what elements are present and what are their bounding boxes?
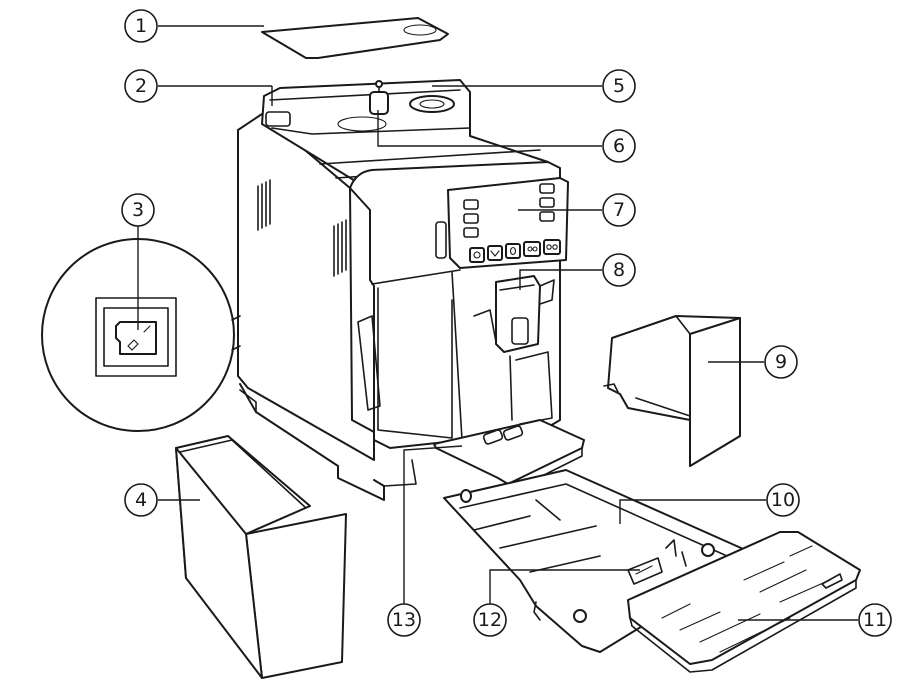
infinity-icon [543,239,561,255]
side-vents [257,179,347,277]
water-tank [175,435,347,679]
heart-icon [487,245,503,261]
callout-2: 2 [124,69,158,103]
callout-13: 13 [387,603,421,637]
callout-label: 11 [863,609,887,631]
callout-label: 10 [771,489,795,511]
brew-group [603,315,741,467]
callout-12: 12 [473,603,507,637]
drip-tray-float [627,539,687,585]
callout-label: 12 [478,609,502,631]
cups-icon [523,241,541,257]
callout-1: 1 [124,9,158,43]
callout-5: 5 [602,69,636,103]
control-panel [463,183,561,263]
bean-icon [505,243,521,259]
callout-label: 5 [613,75,625,97]
callout-4: 4 [124,483,158,517]
callout-label: 13 [392,609,416,631]
drip-tray-cover [627,531,861,673]
callout-label: 3 [132,199,144,221]
callout-label: 8 [613,259,625,281]
machine-body [237,79,569,501]
callout-11: 11 [858,603,892,637]
callout-7: 7 [602,193,636,227]
callout-label: 9 [775,351,787,373]
callout-9: 9 [764,345,798,379]
callout-label: 6 [613,135,625,157]
callout-3: 3 [121,193,155,227]
callout-10: 10 [766,483,800,517]
callout-6: 6 [602,129,636,163]
callout-8: 8 [602,253,636,287]
leader-lines [137,25,858,621]
bean-container-lid [261,17,449,59]
callout-label: 4 [135,489,147,511]
callout-label: 2 [135,75,147,97]
grind-setting-knob [369,80,389,115]
power-inlet-detail [41,238,241,432]
callout-label: 1 [135,15,147,37]
callout-label: 7 [613,199,625,221]
coffee-dispensing-spout [473,275,555,353]
power-icon [469,247,485,263]
